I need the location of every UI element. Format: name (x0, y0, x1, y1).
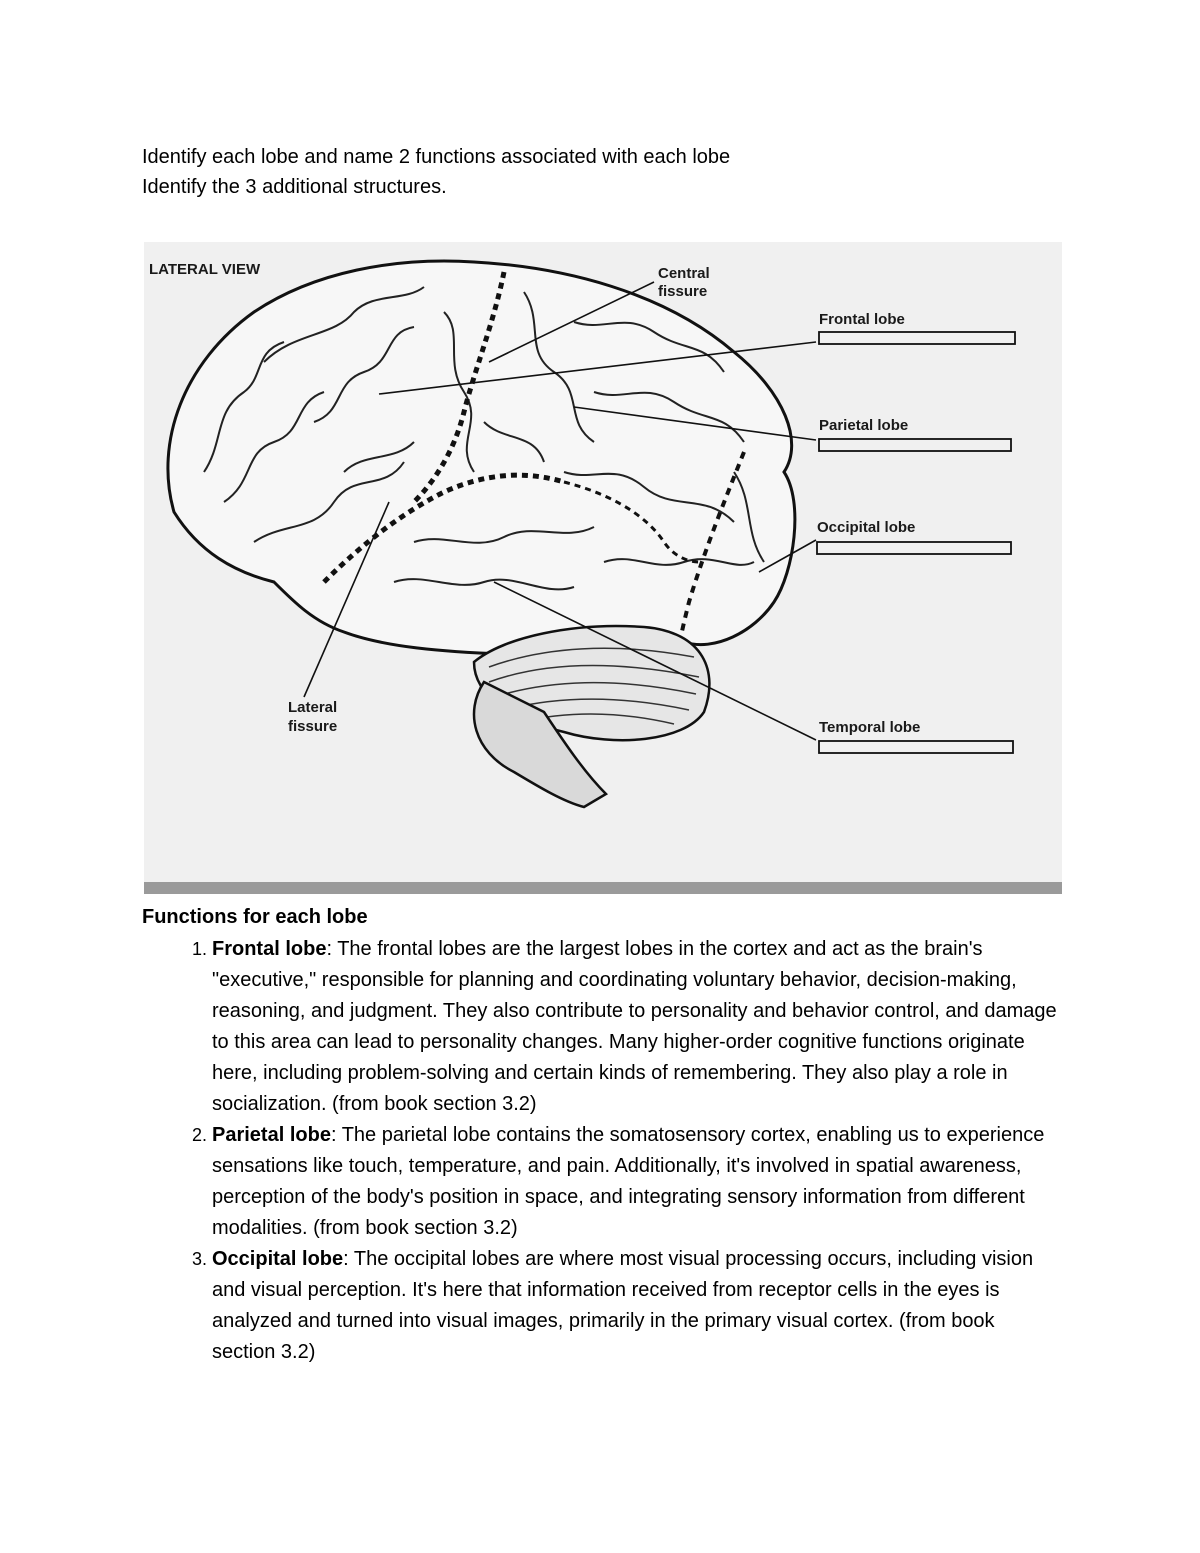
temporal-boundary-line (563, 480, 700, 564)
instructions: Identify each lobe and name 2 functions … (142, 142, 730, 202)
list-item-frontal: Frontal lobe: The frontal lobes are the … (212, 934, 1062, 1120)
temporal-lobe-label: Temporal lobe (819, 719, 920, 736)
functions-list: Frontal lobe: The frontal lobes are the … (142, 934, 1062, 1368)
occipital-lobe-answer-box[interactable] (816, 541, 1012, 555)
gyri-lines (203, 286, 765, 591)
lateral-view-label: LATERAL VIEW (149, 261, 261, 278)
list-item-parietal: Parietal lobe: The parietal lobe contain… (212, 1120, 1062, 1244)
frontal-lobe-label: Frontal lobe (819, 311, 905, 328)
parietal-lobe-answer-box[interactable] (818, 438, 1012, 452)
leader-lines (303, 281, 817, 741)
lateral-fissure-label-line2: fissure (288, 718, 337, 735)
brain-illustration: LATERAL VIEW Central fissure Lateral fis… (144, 259, 1062, 894)
brain-diagram-photo: LATERAL VIEW Central fissure Lateral fis… (144, 242, 1062, 894)
list-item-occipital: Occipital lobe: The occipital lobes are … (212, 1244, 1062, 1368)
lateral-fissure-label-line1: Lateral (288, 699, 337, 716)
lobe-description: : The parietal lobe contains the somatos… (212, 1124, 1045, 1239)
parieto-occipital-line (677, 451, 746, 653)
instruction-line-1: Identify each lobe and name 2 functions … (142, 146, 731, 168)
central-fissure-label-line1: Central (658, 265, 710, 282)
brainstem (472, 680, 609, 809)
lobe-description: : The occipital lobes are where most vis… (212, 1248, 1034, 1363)
photo-edge (144, 882, 1062, 894)
temporal-lobe-answer-box[interactable] (818, 740, 1014, 754)
lobe-name: Occipital lobe (212, 1248, 344, 1270)
lateral-fissure-line (322, 472, 565, 584)
instruction-line-2: Identify the 3 additional structures. (142, 176, 447, 198)
central-fissure-line (412, 271, 507, 504)
lobe-name: Parietal lobe (212, 1124, 331, 1146)
occipital-lobe-label: Occipital lobe (817, 519, 915, 536)
brain-outline (166, 259, 797, 659)
functions-heading: Functions for each lobe (142, 906, 368, 928)
parietal-lobe-label: Parietal lobe (819, 417, 908, 434)
frontal-lobe-answer-box[interactable] (818, 331, 1016, 345)
lobe-description: : The frontal lobes are the largest lobe… (212, 938, 1057, 1115)
central-fissure-label-line2: fissure (658, 283, 707, 300)
lobe-name: Frontal lobe (212, 938, 327, 960)
functions-section: Functions for each lobe Frontal lobe: Th… (142, 902, 1062, 1368)
